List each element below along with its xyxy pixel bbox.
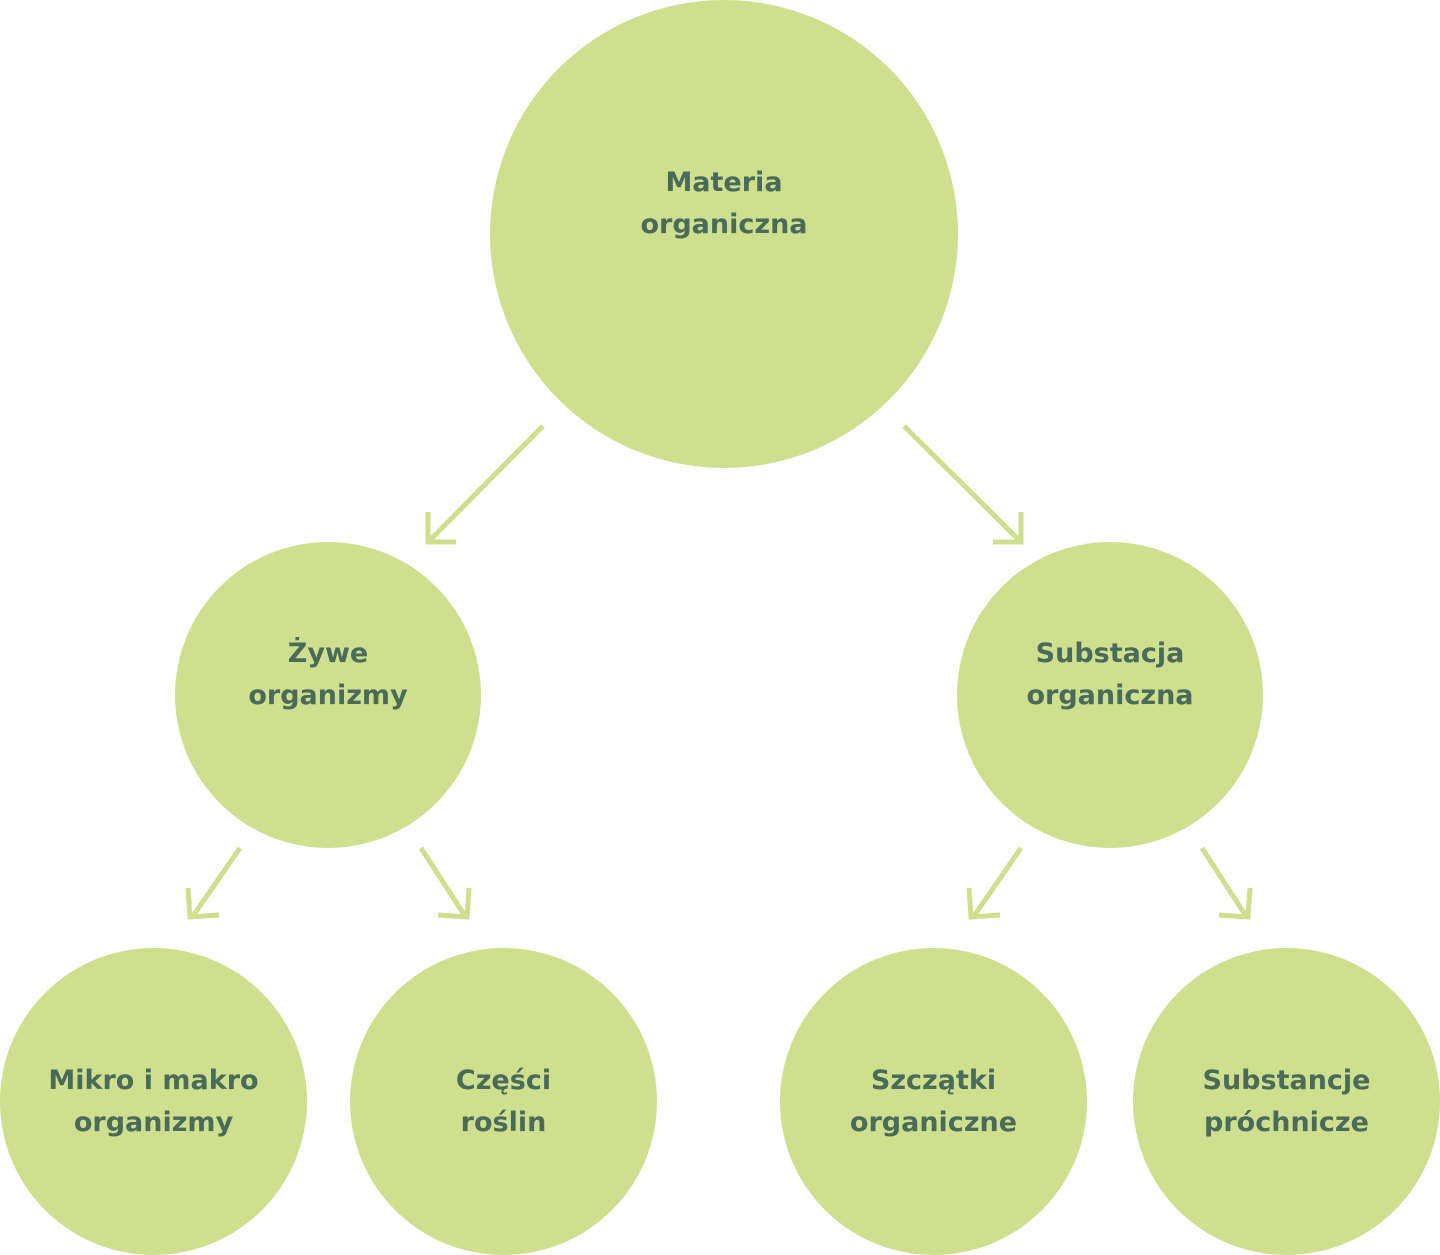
node-label-line: próchnicze xyxy=(1204,1106,1369,1138)
node-micro-macro-organisms: Mikro i makro organizmy xyxy=(0,948,307,1255)
node-label: Części roślin xyxy=(456,1060,551,1144)
arrow-live-to-parts xyxy=(418,846,472,920)
node-label: Żywe organizmy xyxy=(248,633,407,717)
node-label-line: organiczne xyxy=(849,1106,1018,1138)
node-label-line: Substacja xyxy=(1035,638,1185,669)
node-organic-matter: Materia organiczna xyxy=(490,0,958,468)
node-humic-substances: Substancje próchnicze xyxy=(1133,948,1440,1255)
node-label: Szczątki organiczne xyxy=(850,1060,1017,1144)
node-organic-substance: Substacja organiczna xyxy=(957,542,1263,848)
node-label-line: Substancje xyxy=(1202,1064,1371,1096)
node-plant-parts: Części roślin xyxy=(350,948,657,1255)
node-organic-remains: Szczątki organiczne xyxy=(780,948,1087,1255)
arrow-root-to-live xyxy=(425,424,545,545)
node-label: Substacja organiczna xyxy=(1026,633,1193,717)
node-label-line: organiczna xyxy=(1026,680,1194,711)
node-label: Materia organiczna xyxy=(640,162,807,246)
node-label-line: organizmy xyxy=(73,1106,234,1138)
arrow-substance-to-remains xyxy=(966,846,1024,920)
node-label: Substancje próchnicze xyxy=(1203,1060,1371,1144)
node-label-line: Mikro i makro xyxy=(48,1064,259,1096)
node-label-line: Żywe xyxy=(287,638,369,669)
node-label-line: Szczątki xyxy=(870,1064,997,1096)
node-label-line: roślin xyxy=(460,1106,547,1138)
node-label-line: organiczna xyxy=(640,209,808,240)
node-living-organisms: Żywe organizmy xyxy=(175,542,481,848)
node-label-line: Części xyxy=(455,1064,552,1096)
arrow-root-to-substance xyxy=(902,424,1024,545)
node-label-line: organizmy xyxy=(248,680,408,711)
node-label-line: Materia xyxy=(665,167,783,198)
arrow-substance-to-humus xyxy=(1199,846,1253,920)
node-label: Mikro i makro organizmy xyxy=(48,1060,258,1144)
arrow-live-to-micro xyxy=(185,846,243,920)
